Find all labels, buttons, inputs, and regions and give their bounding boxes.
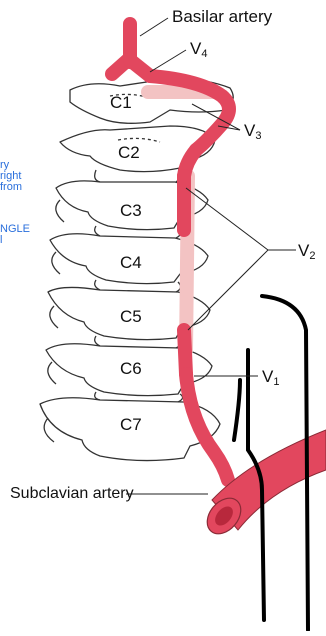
leader-basilar — [140, 18, 168, 36]
overlay-text-line-5: l — [0, 235, 2, 247]
label-c4: C4 — [120, 254, 142, 271]
label-v1-main: V — [262, 367, 273, 386]
overlay-text-line-3: from — [0, 182, 22, 194]
label-v4: V4 — [190, 40, 207, 60]
label-v2-sub: 2 — [309, 250, 315, 262]
label-c2: C2 — [118, 144, 140, 161]
overlay-text-line-4: NGLE — [0, 224, 30, 236]
label-v3-main: V — [244, 121, 255, 140]
leader-v2a — [186, 188, 268, 250]
label-v4-main: V — [190, 39, 201, 58]
label-v1-sub: 1 — [273, 376, 279, 388]
label-c3: C3 — [120, 202, 142, 219]
label-v1: V1 — [262, 368, 279, 388]
label-subclavian-artery: Subclavian artery — [10, 486, 134, 502]
label-c5: C5 — [120, 308, 142, 325]
label-v3: V3 — [244, 122, 261, 142]
label-c7: C7 — [120, 416, 142, 433]
label-v2: V2 — [298, 242, 315, 262]
label-c6: C6 — [120, 360, 142, 377]
label-v2-main: V — [298, 241, 309, 260]
leader-v4 — [150, 50, 186, 72]
label-basilar-artery: Basilar artery — [172, 8, 272, 25]
label-v4-sub: 4 — [201, 48, 207, 60]
leader-v2b — [188, 250, 268, 330]
label-c1: C1 — [110, 94, 132, 111]
label-v3-sub: 3 — [255, 130, 261, 142]
